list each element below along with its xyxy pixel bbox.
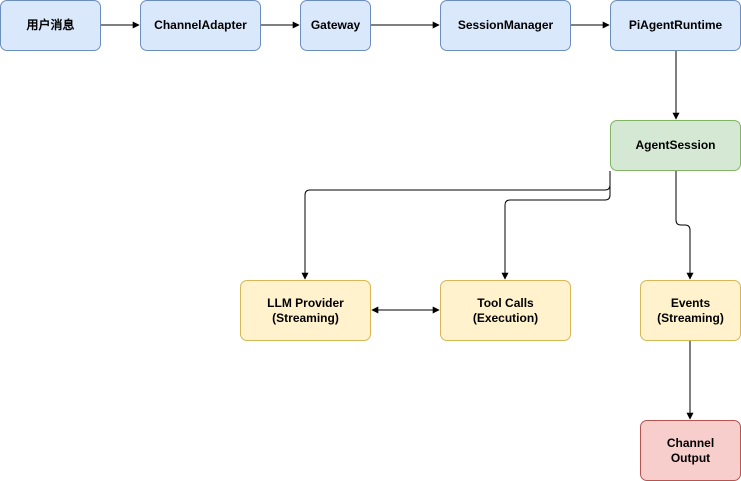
edge-agent-session-to-llm: [301, 171, 611, 280]
node-gateway: Gateway: [300, 0, 371, 51]
edge-agent-session-to-tools: [501, 171, 611, 280]
node-llm-provider: LLM Provider (Streaming): [240, 280, 371, 341]
node-user-message: 用户消息: [0, 0, 101, 51]
node-pi-agent-runtime: PiAgentRuntime: [610, 0, 741, 51]
node-tool-calls: Tool Calls (Execution): [440, 280, 571, 341]
edge-agent-session-to-events: [675, 171, 694, 280]
node-agent-session: AgentSession: [610, 120, 741, 171]
node-channel-adapter: ChannelAdapter: [140, 0, 261, 51]
node-events: Events (Streaming): [640, 280, 741, 341]
node-channel-output: Channel Output: [640, 420, 741, 481]
node-session-manager: SessionManager: [440, 0, 571, 51]
